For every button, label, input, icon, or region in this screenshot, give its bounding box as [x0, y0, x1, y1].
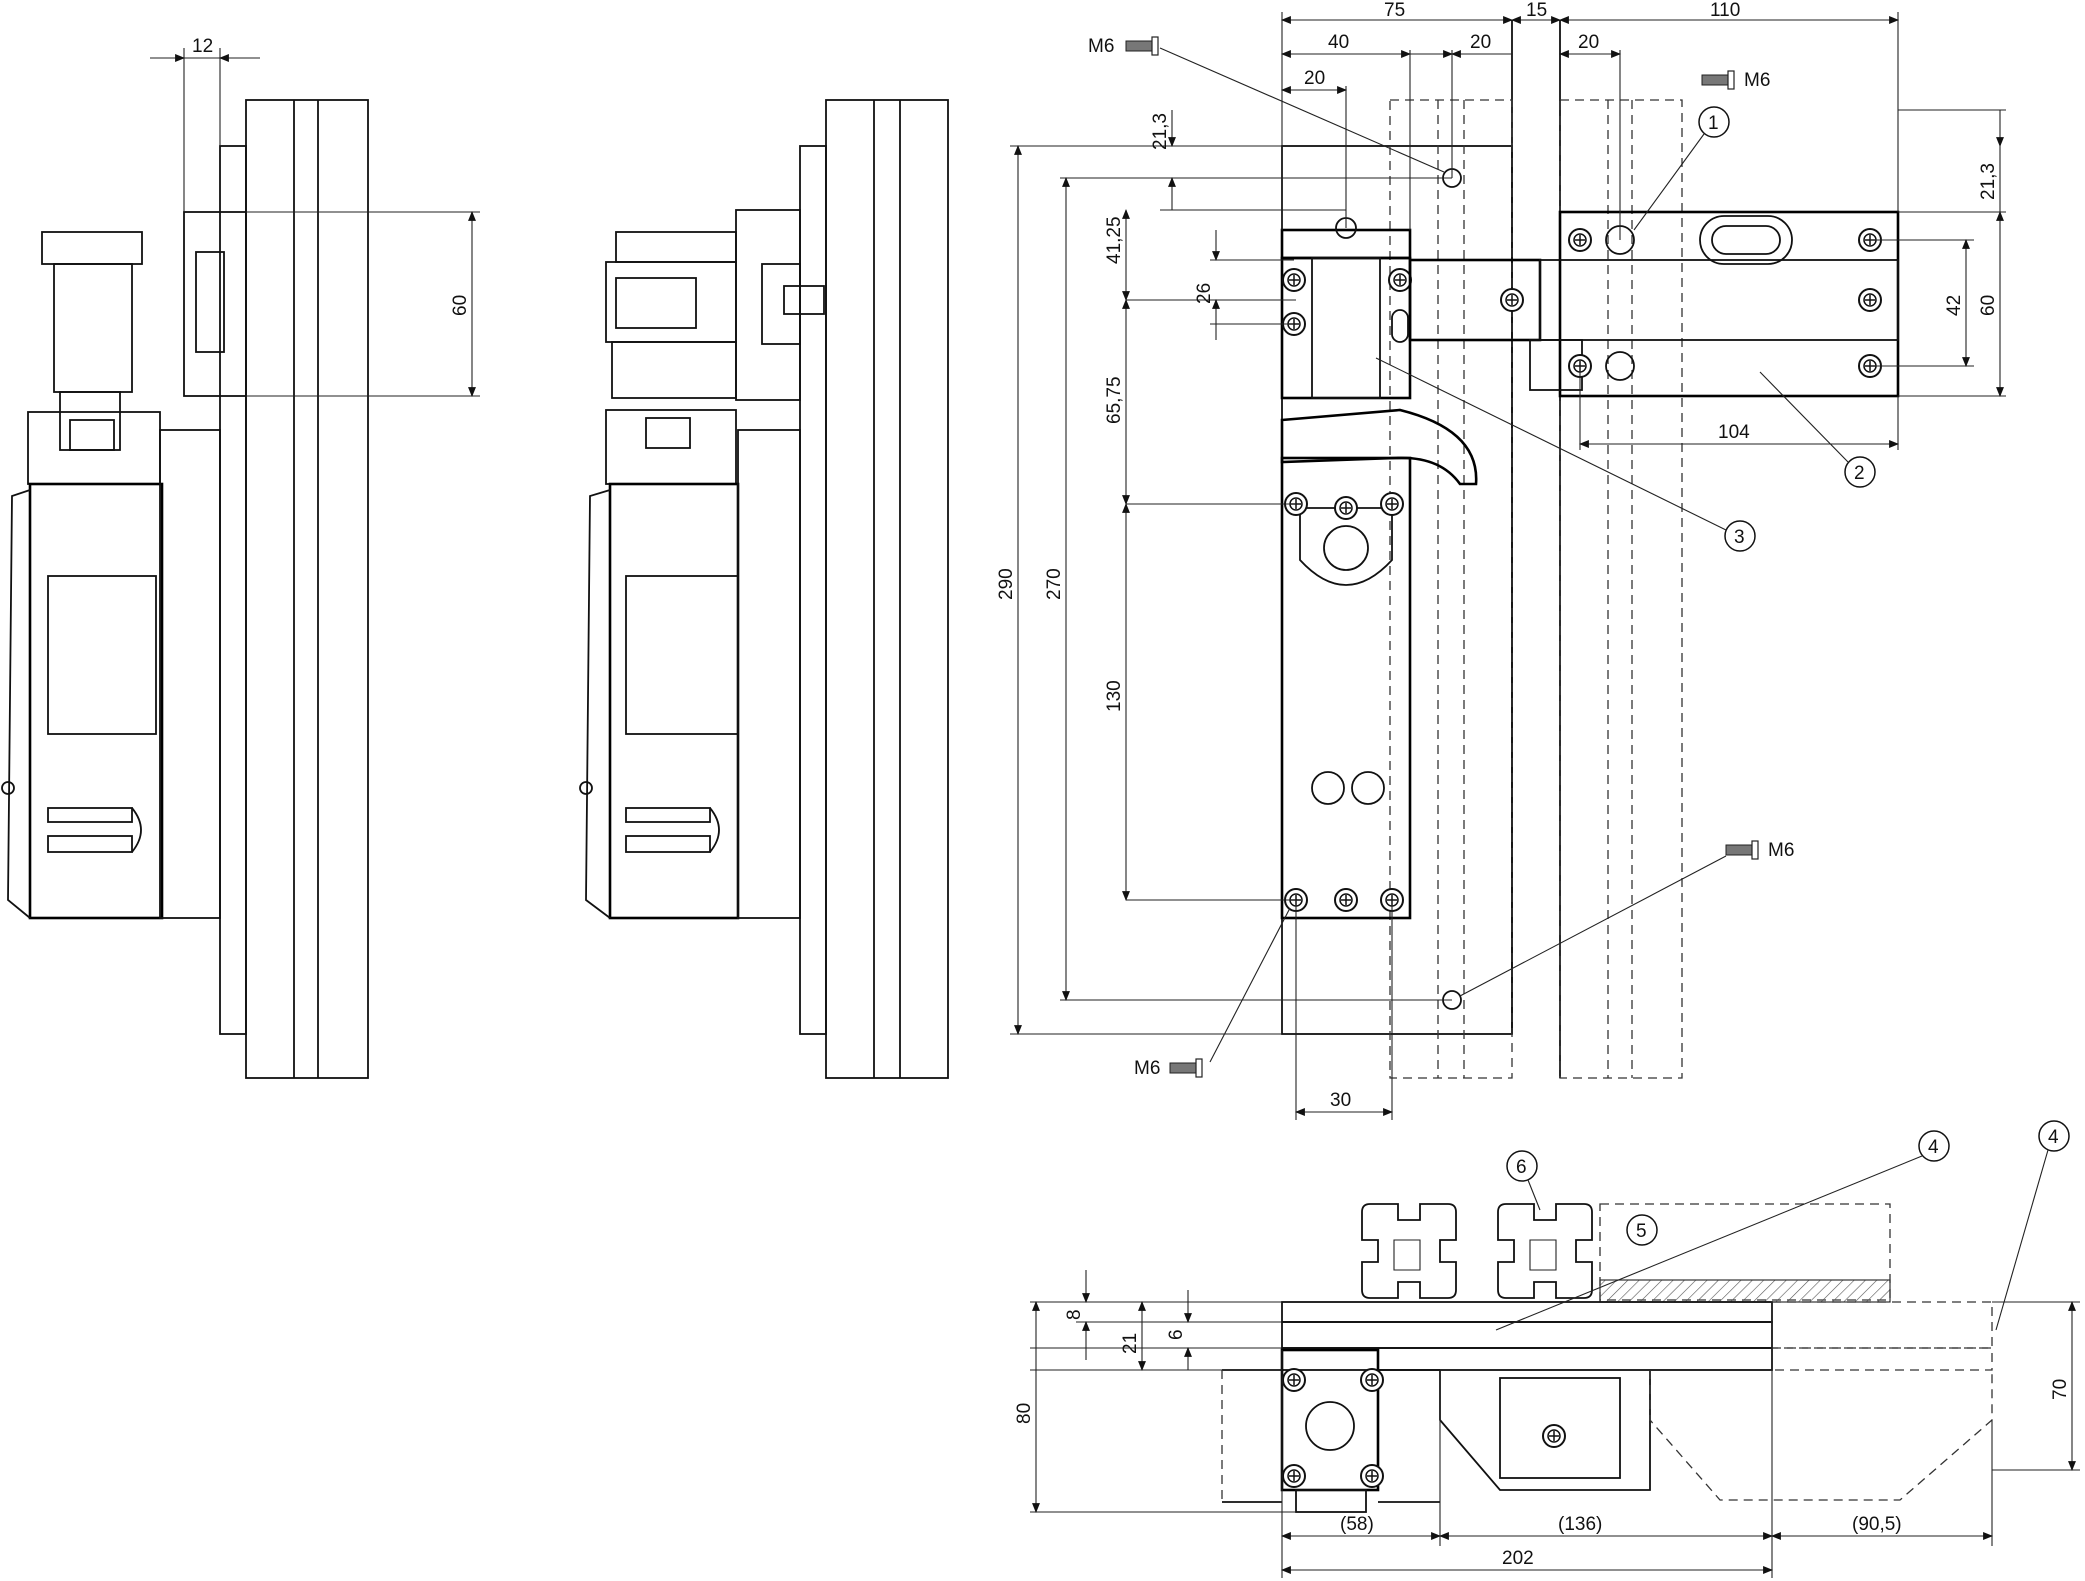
- callout-6: 6: [1516, 1157, 1527, 1178]
- dim-290: 290: [996, 568, 1017, 600]
- dim-60-right: 60: [1978, 295, 1999, 316]
- dim-15: 15: [1526, 0, 1547, 21]
- side-view-left: 12 60: [1, 36, 480, 1079]
- dim-58: (58): [1340, 1514, 1374, 1535]
- m6-label-mid-right: M6: [1768, 840, 1794, 861]
- dim-20-a: 20: [1470, 32, 1491, 53]
- dim-30: 30: [1330, 1090, 1351, 1111]
- dim-75: 75: [1384, 0, 1405, 21]
- callout-5: 5: [1636, 1221, 1647, 1242]
- callout-4-b: 4: [2048, 1127, 2059, 1148]
- dim-80: 80: [1014, 1403, 1035, 1424]
- m6-label-bottom-left: M6: [1134, 1058, 1160, 1079]
- dim-110: 110: [1710, 0, 1740, 21]
- profile-section: [1361, 1203, 1457, 1299]
- front-view: 75 15 110 40 20 20 20 290 270 21,3 41,25: [996, 0, 2006, 1120]
- callout-2: 2: [1854, 463, 1865, 484]
- dim-21-3-a: 21,3: [1150, 113, 1171, 150]
- callout-1: 1: [1708, 113, 1719, 134]
- side-view-middle: [579, 99, 949, 1079]
- profile-section: [1497, 1203, 1593, 1299]
- m6-screw-icon: [1725, 840, 1759, 860]
- dim-42: 42: [1944, 295, 1965, 316]
- dim-21: 21: [1120, 1333, 1141, 1354]
- dim-130: 130: [1104, 680, 1125, 712]
- dim-60-left: 60: [450, 295, 471, 316]
- dim-40: 40: [1328, 32, 1349, 53]
- callout-3: 3: [1734, 527, 1745, 548]
- dim-65-75: 65,75: [1104, 376, 1125, 424]
- m6-label-top-left: M6: [1088, 36, 1114, 57]
- dim-20-b: 20: [1304, 68, 1325, 89]
- dim-202: 202: [1502, 1548, 1534, 1569]
- callout-4-a: 4: [1928, 1137, 1939, 1158]
- m6-screw-icon: [1125, 36, 1159, 56]
- dim-8: 8: [1064, 1309, 1085, 1320]
- dim-41-25: 41,25: [1104, 216, 1125, 264]
- dim-90-5: (90,5): [1852, 1514, 1902, 1535]
- m6-screw-icon: [1701, 70, 1735, 90]
- dim-70: 70: [2050, 1379, 2071, 1400]
- dim-26: 26: [1194, 283, 1215, 304]
- dim-104: 104: [1718, 422, 1750, 443]
- dim-20-c: 20: [1578, 32, 1599, 53]
- m6-screw-icon: [1169, 1058, 1203, 1078]
- dim-6: 6: [1166, 1329, 1187, 1340]
- dim-136: (136): [1558, 1514, 1602, 1535]
- dim-12: 12: [192, 36, 213, 57]
- m6-label-top-right: M6: [1744, 70, 1770, 91]
- dim-270: 270: [1044, 568, 1065, 600]
- top-view: 8 6 21 80 70 (58) (136) (90,5) 202 4 4: [1014, 1120, 2080, 1578]
- dim-21-3-b: 21,3: [1978, 163, 1999, 200]
